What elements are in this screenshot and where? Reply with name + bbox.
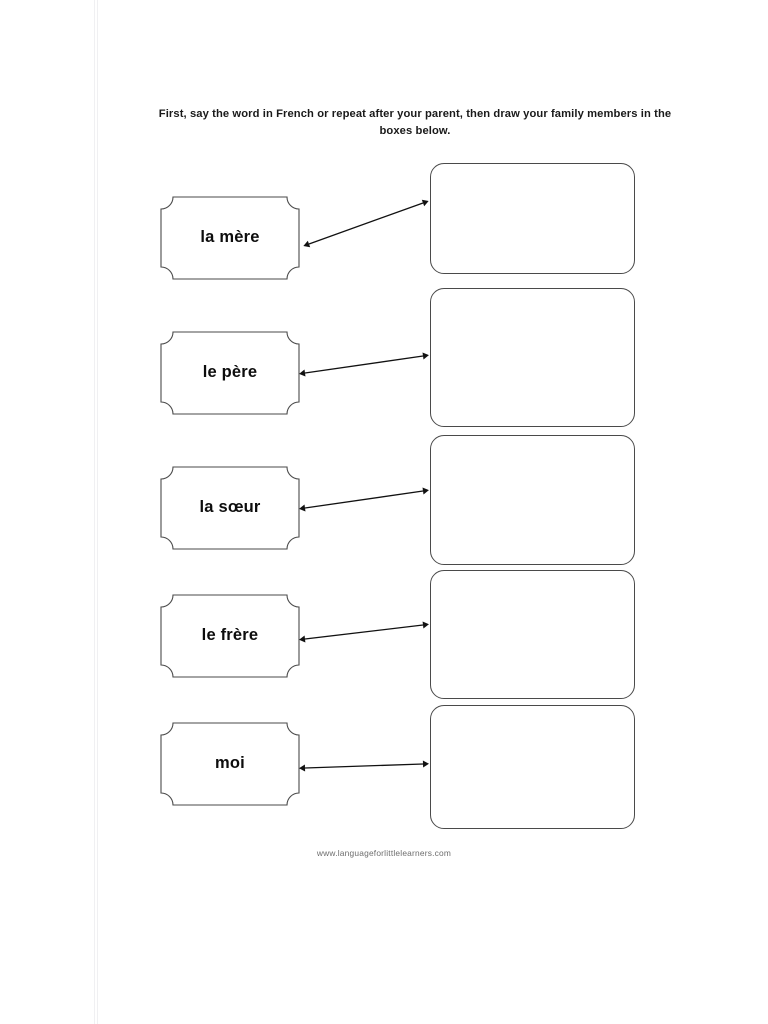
scan-seam-left	[94, 0, 95, 1024]
word-label-card-5: moi	[160, 722, 300, 806]
connector-arrow-1	[303, 199, 429, 248]
drawing-box-4[interactable]	[430, 570, 635, 699]
label-card-frame-1	[160, 196, 300, 280]
word-label-text-4: le frère	[201, 626, 259, 644]
instructions-text: First, say the word in French or repeat …	[158, 108, 672, 138]
scan-seam-left-secondary	[97, 0, 98, 1024]
connector-arrow-2	[299, 352, 429, 377]
drawing-box-1[interactable]	[430, 163, 635, 274]
label-card-frame-3	[160, 466, 300, 550]
word-label-card-1: la mère	[160, 196, 300, 280]
label-card-frame-2	[160, 331, 300, 415]
word-label-card-3: la sœur	[160, 466, 300, 550]
word-label-card-2: le père	[160, 331, 300, 415]
footer-url: www.languageforlittlelearners.com	[316, 848, 452, 858]
word-label-text-3: la sœur	[199, 498, 261, 516]
drawing-box-3[interactable]	[430, 435, 635, 565]
label-card-frame-5	[160, 722, 300, 806]
word-label-text-1: la mère	[200, 228, 260, 246]
word-label-card-4: le frère	[160, 594, 300, 678]
connector-arrow-3	[299, 487, 429, 512]
word-label-text-5: moi	[215, 754, 245, 772]
label-card-frame-4	[160, 594, 300, 678]
word-label-text-2: le père	[202, 363, 258, 381]
connector-arrow-5	[299, 760, 429, 772]
drawing-box-5[interactable]	[430, 705, 635, 829]
drawing-box-2[interactable]	[430, 288, 635, 427]
connector-arrow-4	[299, 621, 429, 643]
